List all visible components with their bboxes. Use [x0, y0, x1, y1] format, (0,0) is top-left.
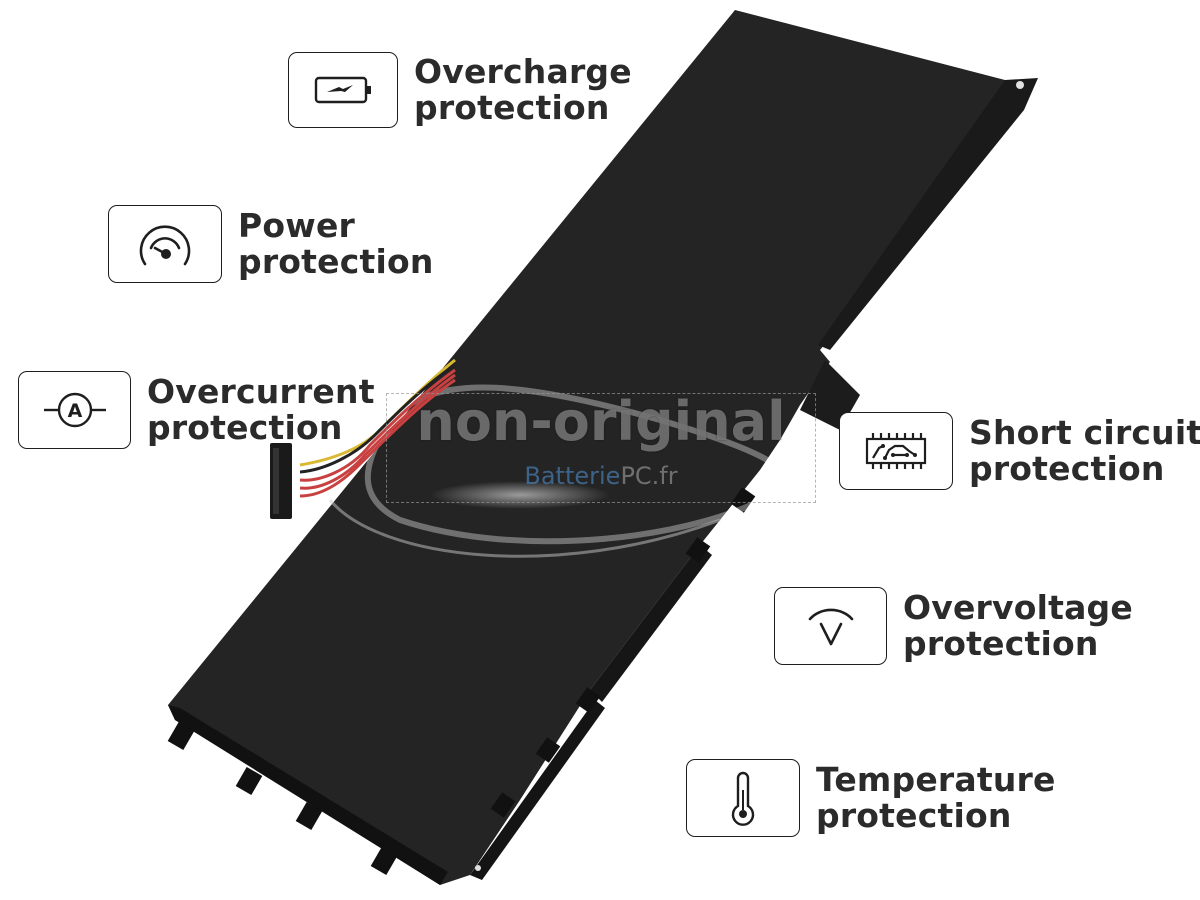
circuit-chip-icon — [865, 433, 927, 469]
gauge-icon — [139, 225, 191, 266]
watermark: non-original BatteriePC.fr — [386, 390, 816, 503]
feature-label: Overcharge protection — [414, 52, 632, 127]
feature-overvoltage: Overvoltage protection — [774, 587, 1133, 665]
feature-power: Power protection — [108, 205, 434, 283]
watermark-brand: BatteriePC.fr — [524, 462, 678, 490]
feature-label: Temperature protection — [816, 760, 1056, 835]
watermark-text: non-original — [416, 390, 786, 453]
feature-overcurrent: A Overcurrent protection — [18, 371, 375, 449]
feature-label: Overvoltage protection — [903, 588, 1133, 663]
feature-label: Overcurrent protection — [147, 372, 375, 447]
feature-label: Power protection — [238, 206, 434, 281]
thermometer-icon — [731, 771, 755, 826]
icon-box — [839, 412, 953, 490]
icon-box — [288, 52, 398, 128]
ammeter-icon: A — [43, 392, 106, 428]
icon-box: A — [18, 371, 131, 449]
icon-box — [774, 587, 887, 665]
voltage-icon — [808, 608, 853, 646]
icon-box — [108, 205, 222, 283]
svg-text:A: A — [67, 400, 82, 422]
battery-charge-icon — [314, 76, 371, 104]
icon-box — [686, 759, 800, 837]
feature-temperature: Temperature protection — [686, 759, 1056, 837]
feature-overcharge: Overcharge protection — [288, 52, 632, 128]
feature-label: Short circuit protection — [969, 413, 1200, 488]
feature-short-circuit: Short circuit protection — [839, 412, 1200, 490]
